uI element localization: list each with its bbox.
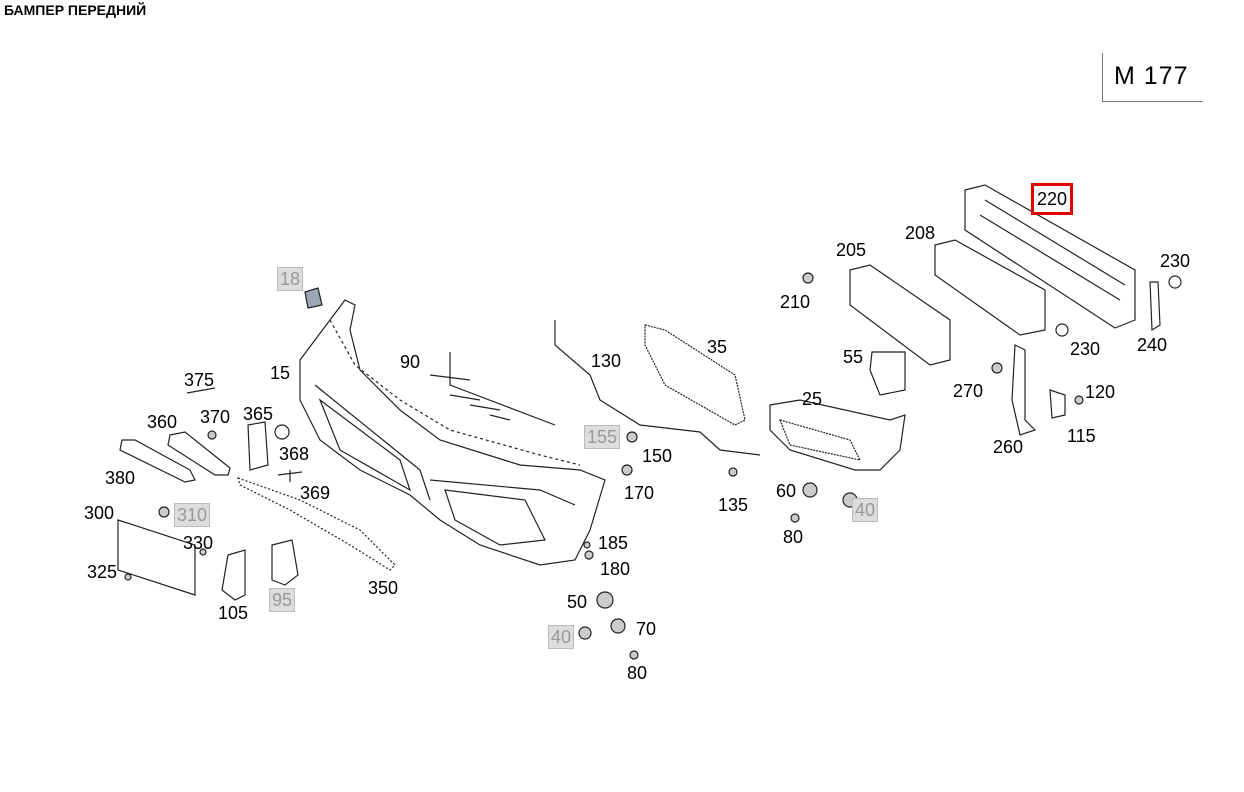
part-label-25[interactable]: 25 <box>802 389 823 409</box>
part-label-55[interactable]: 55 <box>843 347 864 367</box>
part-label-370[interactable]: 370 <box>200 407 231 427</box>
part-label-15[interactable]: 15 <box>270 363 291 383</box>
lower-strip <box>237 477 396 571</box>
part-label-95[interactable]: 95 <box>269 588 296 612</box>
part-label-375[interactable]: 375 <box>184 370 215 390</box>
part-label-365[interactable]: 365 <box>243 404 274 424</box>
part-label-360[interactable]: 360 <box>147 412 178 432</box>
carrier-220 <box>964 184 1136 329</box>
plate <box>117 519 196 596</box>
part-label-310[interactable]: 310 <box>174 503 211 527</box>
part-label-130[interactable]: 130 <box>591 351 622 371</box>
part-label-220-selected[interactable]: 220 <box>1031 183 1074 215</box>
air-duct-205 <box>849 264 951 366</box>
part-label-40-right[interactable]: 40 <box>852 498 879 522</box>
model-code: M 177 <box>1114 62 1189 90</box>
part-label-380[interactable]: 380 <box>105 468 136 488</box>
part-label-325[interactable]: 325 <box>87 562 118 582</box>
part-label-50[interactable]: 50 <box>567 592 588 612</box>
part-label-350[interactable]: 350 <box>368 578 399 598</box>
part-label-260[interactable]: 260 <box>993 437 1024 457</box>
part-label-205[interactable]: 205 <box>836 240 867 260</box>
part-label-120[interactable]: 120 <box>1085 382 1116 402</box>
part-label-185[interactable]: 185 <box>598 533 629 553</box>
diagram-title: БАМПЕР ПЕРЕДНИЙ <box>4 2 147 18</box>
part-label-40[interactable]: 40 <box>548 625 575 649</box>
model-code-box: M 177 <box>1102 53 1203 102</box>
part-label-330[interactable]: 330 <box>183 533 214 553</box>
lower-grille <box>769 399 906 471</box>
part-label-35[interactable]: 35 <box>707 337 728 357</box>
part-label-368[interactable]: 368 <box>279 444 310 464</box>
part-label-155[interactable]: 155 <box>584 425 621 449</box>
upper-grille <box>644 324 746 426</box>
part-label-270[interactable]: 270 <box>953 381 984 401</box>
bumper-cover <box>299 299 606 566</box>
part-label-80[interactable]: 80 <box>627 663 648 683</box>
part-label-70[interactable]: 70 <box>636 619 657 639</box>
part-label-180[interactable]: 180 <box>600 559 631 579</box>
part-label-208[interactable]: 208 <box>905 223 936 243</box>
part-label-210[interactable]: 210 <box>780 292 811 312</box>
part-label-230[interactable]: 230 <box>1160 251 1191 271</box>
part-label-369[interactable]: 369 <box>300 483 331 503</box>
part-label-60[interactable]: 60 <box>776 481 797 501</box>
part-label-170[interactable]: 170 <box>624 483 655 503</box>
part-label-135[interactable]: 135 <box>718 495 749 515</box>
part-label-230-lower[interactable]: 230 <box>1070 339 1101 359</box>
part-label-240[interactable]: 240 <box>1137 335 1168 355</box>
part-label-105[interactable]: 105 <box>218 603 249 623</box>
part-label-18[interactable]: 18 <box>277 267 304 291</box>
part-label-90[interactable]: 90 <box>400 352 421 372</box>
part-label-300[interactable]: 300 <box>84 503 115 523</box>
part-label-80-right[interactable]: 80 <box>783 527 804 547</box>
part-label-150[interactable]: 150 <box>642 446 673 466</box>
part-label-115[interactable]: 115 <box>1067 426 1096 446</box>
